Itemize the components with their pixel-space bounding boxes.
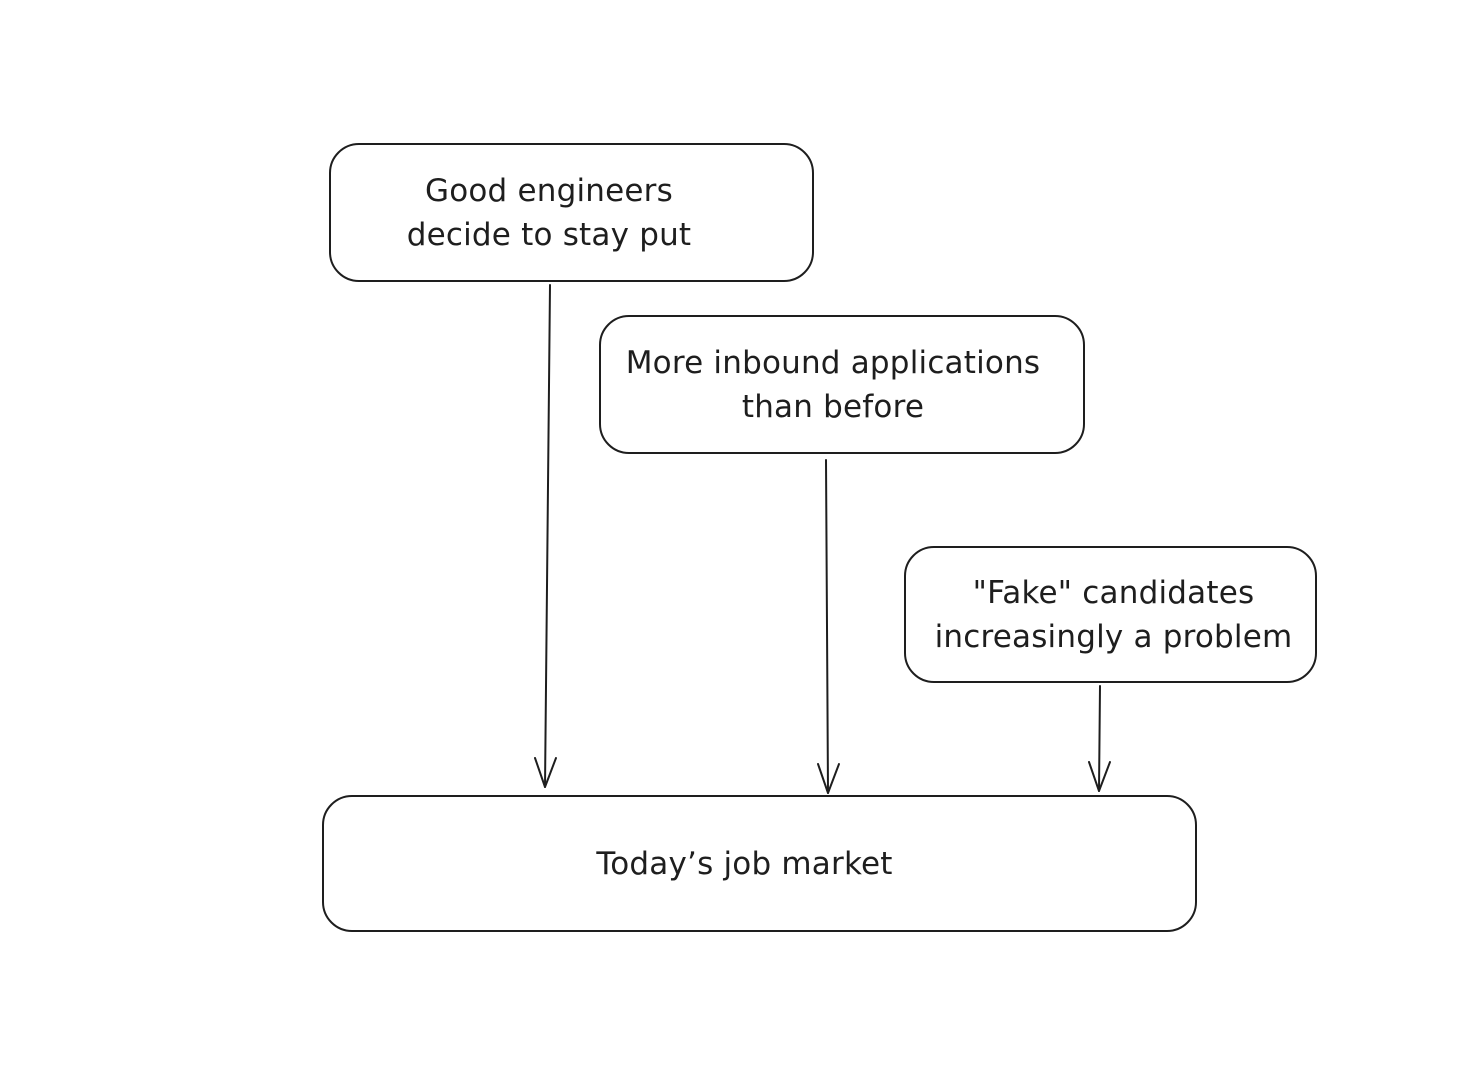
node-label: Good engineers decide to stay put [407, 169, 692, 257]
node-label-line: "Fake" candidates [972, 574, 1255, 611]
edge-good-to-market [534, 284, 557, 788]
node-todays-job-market: Today’s job market [322, 795, 1197, 932]
node-label-line: More inbound applications [625, 344, 1041, 381]
edge-fake-to-market [1088, 685, 1111, 792]
node-label: Today’s job market [596, 842, 892, 886]
node-label-line: Today’s job market [596, 845, 893, 882]
node-label: More inbound applications than before [626, 341, 1041, 429]
edge-inbound-to-market [817, 459, 840, 794]
node-more-inbound-applications: More inbound applications than before [599, 315, 1085, 454]
node-label: "Fake" candidates increasingly a problem [935, 571, 1293, 659]
node-good-engineers-stay-put: Good engineers decide to stay put [329, 143, 814, 282]
node-label-line: decide to stay put [406, 216, 692, 253]
node-fake-candidates: "Fake" candidates increasingly a problem [904, 546, 1317, 683]
node-label-line: increasingly a problem [934, 618, 1293, 655]
node-label-line: Good engineers [424, 172, 673, 209]
node-label-line: than before [741, 388, 925, 425]
